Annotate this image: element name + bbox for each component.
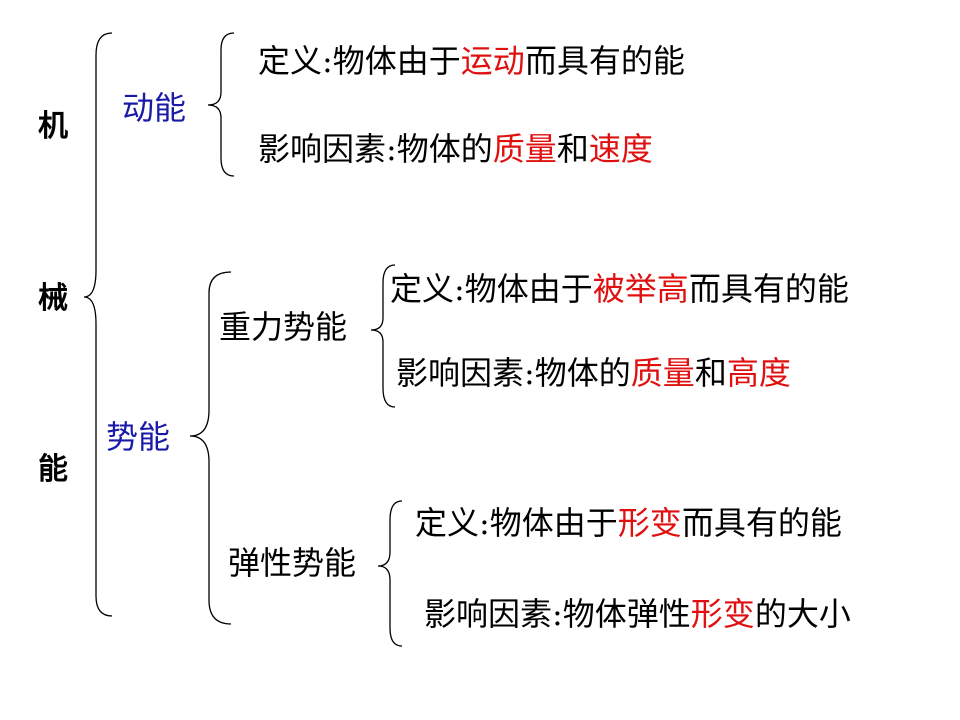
gravitational-factors: 影响因素:物体的质量和高度	[396, 357, 791, 389]
gravitational-definition-highlight: 被举高	[592, 270, 689, 308]
root-char-3: 能	[38, 452, 68, 487]
elastic-definition-prefix: 定义:物体由于	[415, 504, 618, 542]
kinetic-factors-speed: 速度	[588, 130, 653, 168]
gravitational-factors-height: 高度	[726, 354, 791, 392]
kinetic-definition-highlight: 运动	[460, 42, 525, 80]
elastic-definition: 定义:物体由于形变而具有的能	[415, 507, 842, 539]
kinetic-definition-suffix: 而具有的能	[524, 42, 685, 80]
gravitational-factors-prefix: 影响因素:物体的	[396, 354, 631, 392]
brace-root	[83, 32, 113, 617]
gravitational-definition: 定义:物体由于被举高而具有的能	[390, 273, 849, 305]
elastic-factors-prefix: 影响因素:物体弹性	[424, 595, 691, 633]
potential-energy-label: 势能	[106, 418, 171, 456]
gravitational-potential-label: 重力势能	[219, 308, 348, 346]
brace-elastic	[377, 500, 403, 647]
elastic-definition-highlight: 形变	[617, 504, 682, 542]
elastic-potential-label: 弹性势能	[228, 544, 357, 582]
kinetic-energy-label: 动能	[122, 89, 187, 127]
brace-kinetic	[207, 32, 235, 177]
kinetic-factors-prefix: 影响因素:物体的	[258, 130, 493, 168]
elastic-definition-suffix: 而具有的能	[681, 504, 842, 542]
kinetic-definition: 定义:物体由于运动而具有的能	[258, 45, 685, 77]
brace-potential	[189, 271, 232, 625]
kinetic-definition-prefix: 定义:物体由于	[258, 42, 461, 80]
gravitational-factors-mass: 质量	[630, 354, 695, 392]
kinetic-factors-mass: 质量	[492, 130, 557, 168]
root-char-1: 机	[38, 109, 68, 144]
gravitational-definition-suffix: 而具有的能	[688, 270, 849, 308]
root-char-2: 械	[38, 281, 68, 316]
elastic-factors-highlight: 形变	[690, 595, 755, 633]
gravitational-factors-and: 和	[694, 354, 727, 392]
brace-gravitational	[370, 264, 396, 408]
kinetic-factors: 影响因素:物体的质量和速度	[258, 133, 653, 165]
elastic-factors: 影响因素:物体弹性形变的大小	[424, 598, 851, 630]
kinetic-factors-and: 和	[556, 130, 589, 168]
elastic-factors-suffix: 的大小	[754, 595, 851, 633]
gravitational-definition-prefix: 定义:物体由于	[390, 270, 593, 308]
